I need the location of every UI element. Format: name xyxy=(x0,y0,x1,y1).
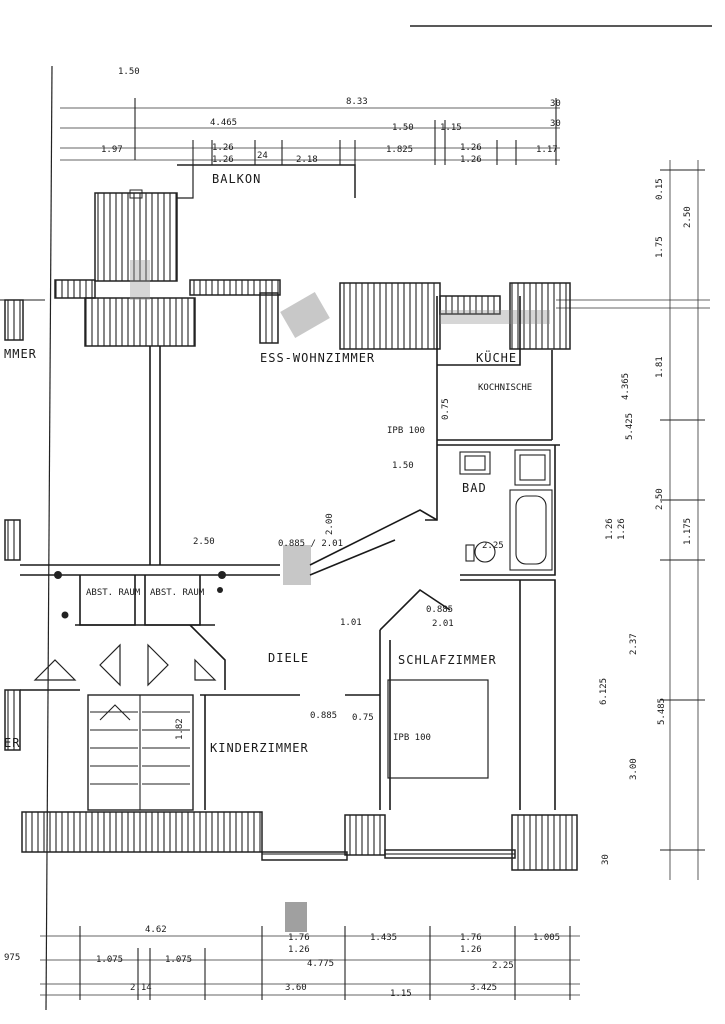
dim-int-075b: 0.75 xyxy=(352,713,374,723)
dim-bottom-176b: 1.76 xyxy=(460,933,482,943)
dim-top-126d: 1.26 xyxy=(460,155,482,165)
room-label-abst-raum-1: ABST. RAUM xyxy=(86,588,141,598)
stairwell xyxy=(87,694,194,811)
room-label-schlafzimmer: SCHLAFZIMMER xyxy=(398,653,497,667)
dim-top-4465: 4.465 xyxy=(210,118,237,128)
dim-bottom-176a: 1.76 xyxy=(288,933,310,943)
dim-right-250b: 2.50 xyxy=(655,488,665,510)
dim-int-101: 1.01 xyxy=(340,618,362,628)
dim-right-30: 30 xyxy=(601,854,611,865)
dim-right-5425: 5.425 xyxy=(625,413,635,440)
dim-right-300: 3.00 xyxy=(629,758,639,780)
dim-top-126b: 1.26 xyxy=(212,155,234,165)
beam-label-mid: IPB 100 xyxy=(393,733,431,743)
dim-int-075: 0.75 xyxy=(441,398,451,420)
room-label-balkon: BALKON xyxy=(212,172,261,186)
room-label-abst-raum-2: ABST. RAUM xyxy=(150,588,205,598)
dim-right-175: 1.75 xyxy=(655,236,665,258)
room-label-left-fragment-2: ER xyxy=(4,736,20,750)
dim-int-200: 2.00 xyxy=(325,513,335,535)
dim-top-126c: 1.26 xyxy=(460,143,482,153)
beam-label-top: IPB 100 xyxy=(387,426,425,436)
dim-int-085c: 0.885 xyxy=(310,711,337,721)
dimension-ticks xyxy=(79,98,705,1000)
dim-right-250a: 2.50 xyxy=(683,206,693,228)
dim-top-150: 1.50 xyxy=(392,123,414,133)
dim-int-182: 1.82 xyxy=(175,718,185,740)
room-label-bad: BAD xyxy=(462,481,487,495)
dim-bottom-225: 2.25 xyxy=(492,961,514,971)
dim-right-181: 1.81 xyxy=(655,356,665,378)
dim-top-24: 24 xyxy=(257,151,268,161)
bath-fixtures xyxy=(459,449,553,571)
balcony-top xyxy=(94,164,356,282)
dim-bottom-3425: 3.425 xyxy=(470,983,497,993)
dim-int-150: 1.50 xyxy=(392,461,414,471)
dim-bottom-126a: 1.26 xyxy=(288,945,310,955)
dim-top-115: 1.15 xyxy=(440,123,462,133)
dim-right-4365: 4.365 xyxy=(621,373,631,400)
door-symbols xyxy=(33,643,489,779)
dim-top-117: 1.17 xyxy=(536,145,558,155)
dim-top-126a: 1.26 xyxy=(212,143,234,153)
dim-top-197: 1.97 xyxy=(101,145,123,155)
dim-bottom-1005: 1.005 xyxy=(533,933,560,943)
tape-marks xyxy=(130,260,550,932)
dim-right-126b: 1.26 xyxy=(617,518,627,540)
dim-bottom-4775: 4.775 xyxy=(307,959,334,969)
dim-bottom-1075b: 1.075 xyxy=(165,955,192,965)
dim-int-201b: 2.01 xyxy=(432,619,454,629)
room-label-left-fragment: MMER xyxy=(4,347,37,361)
room-label-kinderzimmer: KINDERZIMMER xyxy=(210,741,309,755)
room-label-ess-wohnzimmer: ESS-WOHNZIMMER xyxy=(260,351,375,365)
room-label-diele: DIELE xyxy=(268,651,309,665)
dim-bottom-214: 2.14 xyxy=(130,983,152,993)
dim-int-250: 2.50 xyxy=(193,537,215,547)
dim-bottom-115: 1.15 xyxy=(390,989,412,999)
dim-top-30b: 30 xyxy=(550,119,561,129)
dim-bottom-126b: 1.26 xyxy=(460,945,482,955)
dim-right-6125: 6.125 xyxy=(599,678,609,705)
dim-bottom-360: 3.60 xyxy=(285,983,307,993)
dim-right-015: 0.15 xyxy=(655,178,665,200)
dim-int-225: 2.25 xyxy=(482,541,504,551)
dim-int-085b: 0.885 xyxy=(426,605,453,615)
south-wall xyxy=(4,519,578,871)
dim-top-1825: 1.825 xyxy=(386,145,413,155)
dim-bottom-975: 975 xyxy=(4,953,20,963)
ink-blots xyxy=(54,571,226,619)
room-label-kueche: KÜCHE xyxy=(476,349,517,365)
dim-top-150-small: 1.50 xyxy=(118,67,140,77)
dim-bottom-1075a: 1.075 xyxy=(96,955,123,965)
dim-right-237: 2.37 xyxy=(629,633,639,655)
dimension-lines xyxy=(40,107,710,996)
dim-right-1175: 1.175 xyxy=(683,518,693,545)
interior-walls xyxy=(20,296,560,810)
dim-top-30a: 30 xyxy=(550,99,561,109)
dim-top-833: 8.33 xyxy=(346,97,368,107)
dim-int-085-201: 0.885 / 2.01 xyxy=(278,539,343,549)
dim-right-5485: 5.485 xyxy=(657,698,667,725)
dim-right-126a: 1.26 xyxy=(605,518,615,540)
room-label-kochnische: KOCHNISCHE xyxy=(478,383,532,393)
dim-bottom-462: 4.62 xyxy=(145,925,167,935)
dim-bottom-1435: 1.435 xyxy=(370,933,397,943)
dim-top-218: 2.18 xyxy=(296,155,318,165)
